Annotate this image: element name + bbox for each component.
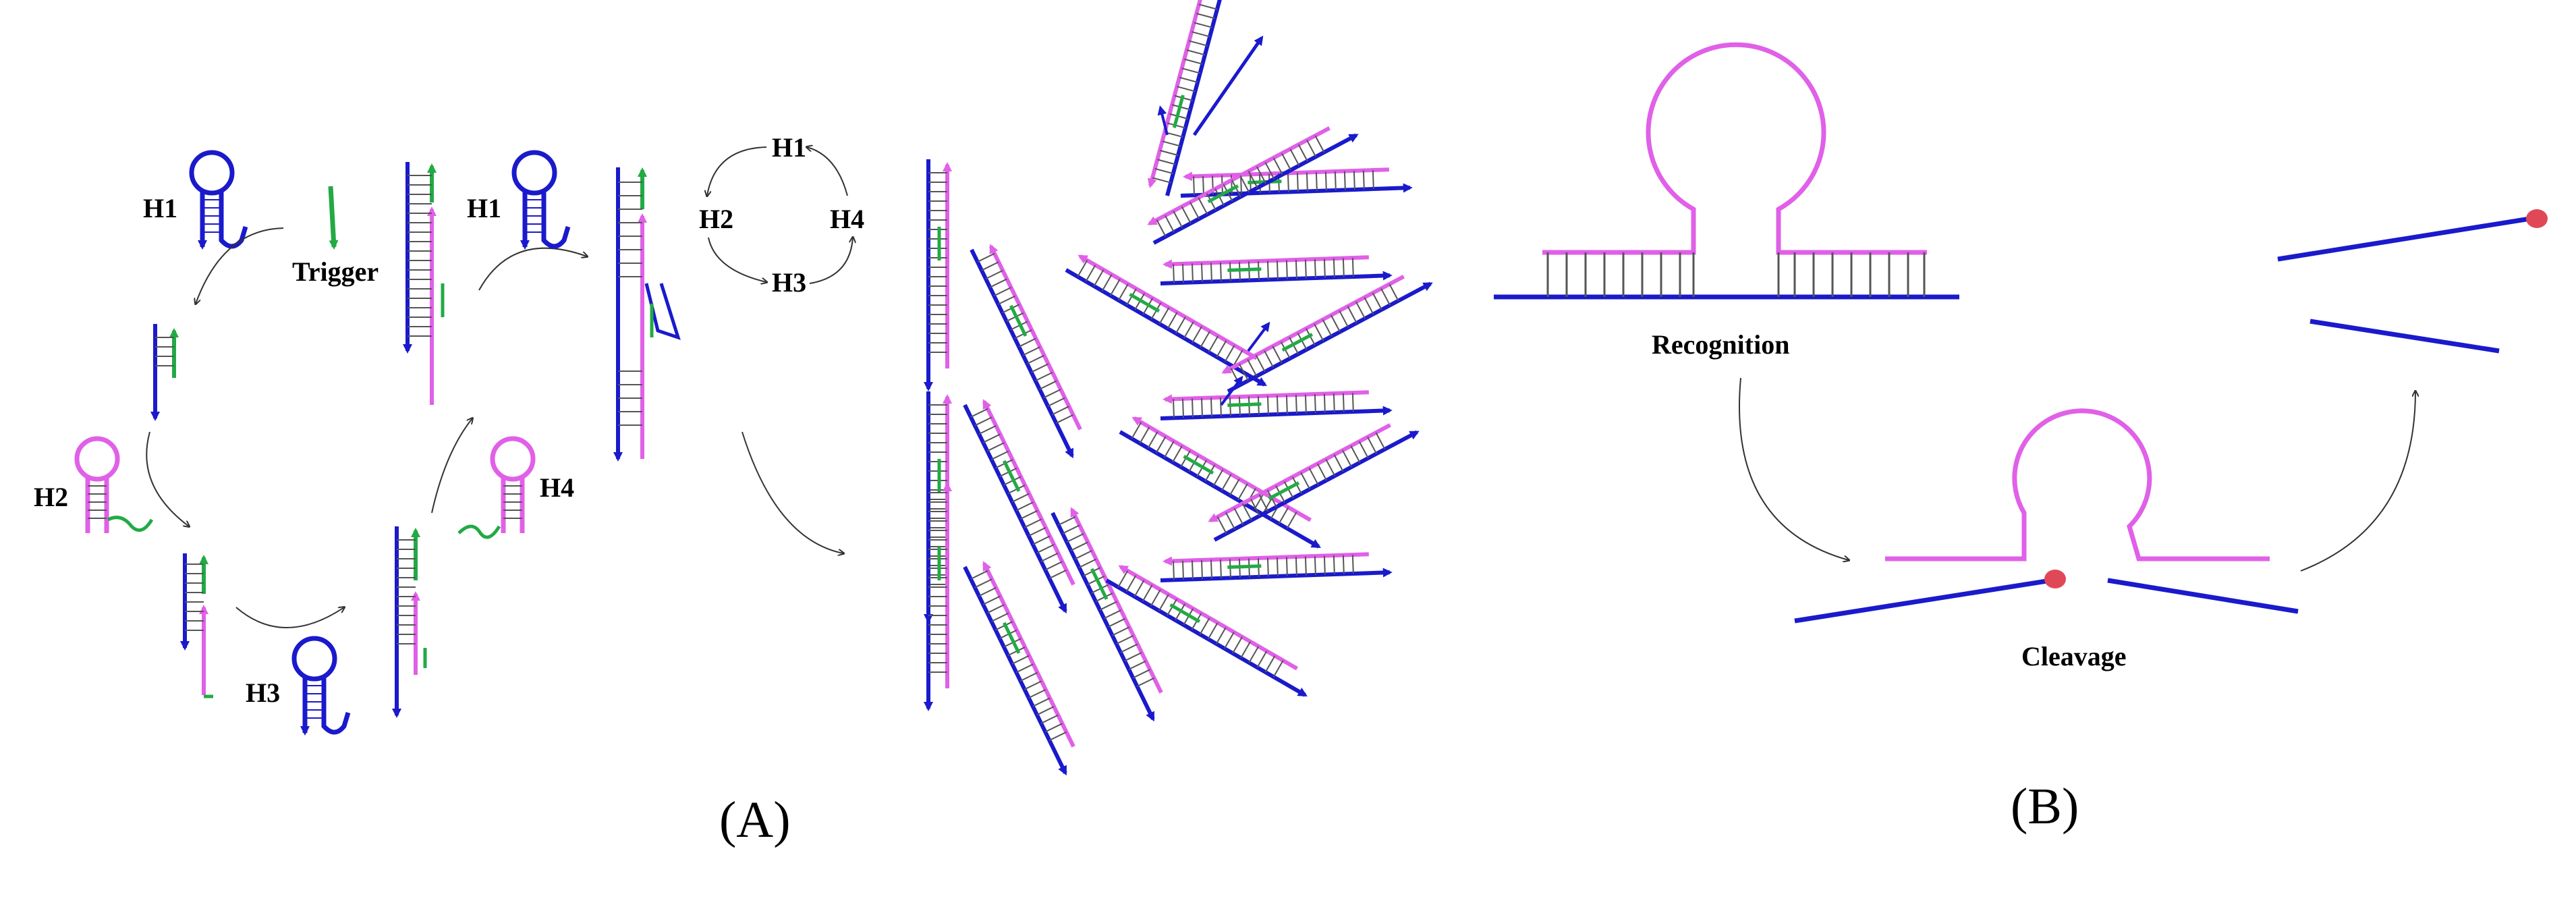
cycle-label-h1: H1 — [772, 132, 806, 163]
h4-bound-duplex — [403, 162, 445, 405]
label-trigger: Trigger — [292, 256, 379, 287]
hairpin-cycle: H1 H2 H3 H4 — [699, 132, 864, 298]
h3-bound-duplex — [392, 526, 427, 718]
curved-arrow-icon — [196, 227, 284, 304]
cleavage-site-dot-icon — [2526, 209, 2548, 228]
label-recognition: Recognition — [1652, 329, 1789, 360]
curved-arrow-icon — [2300, 391, 2415, 572]
curved-arrow-icon — [478, 247, 587, 291]
dnazyme-loop-icon — [1542, 42, 1927, 255]
hairpin-h4-icon — [493, 439, 533, 533]
curved-arrow-icon — [146, 431, 189, 526]
caption-panel-b: (B) — [2011, 778, 2079, 835]
panel-a-cycle: H1 Trigger H2 — [34, 153, 681, 733]
hairpin-h1-icon — [192, 153, 246, 247]
cleaved-products — [2277, 209, 2548, 354]
dna-nanostructure — [928, 0, 1430, 773]
cycle-label-h2: H2 — [699, 204, 733, 234]
label-cleavage: Cleavage — [2021, 641, 2127, 671]
caption-panel-a: (A) — [719, 792, 791, 848]
curved-arrow-icon — [431, 418, 472, 514]
label-h2: H2 — [34, 482, 68, 512]
label-h3: H3 — [246, 678, 280, 708]
cycle-label-h4: H4 — [830, 204, 864, 234]
curved-arrow-icon — [235, 607, 344, 628]
curved-arrow-icon — [741, 431, 843, 553]
label-h1: H1 — [143, 193, 177, 223]
dnazyme-loop-icon — [1885, 408, 2270, 561]
label-h4: H4 — [540, 472, 574, 503]
curved-arrow-icon — [1739, 377, 1849, 560]
cycle-label-h3: H3 — [772, 267, 806, 298]
intermediate-duplex — [613, 167, 681, 462]
cleavage-complex: Cleavage — [1794, 408, 2299, 671]
panel-b: Recognition Cleavage — [1494, 42, 2548, 671]
recognition-complex: Recognition — [1494, 42, 1959, 360]
h1-trigger-duplex — [150, 324, 179, 421]
hairpin-h3-icon — [294, 638, 348, 733]
h1-h2-duplex — [180, 553, 213, 698]
cleavage-site-dot-icon — [2044, 570, 2066, 588]
label-h1-second: H1 — [467, 193, 501, 223]
hairpin-h1-icon — [514, 153, 568, 247]
trigger-strand-icon — [328, 186, 339, 250]
